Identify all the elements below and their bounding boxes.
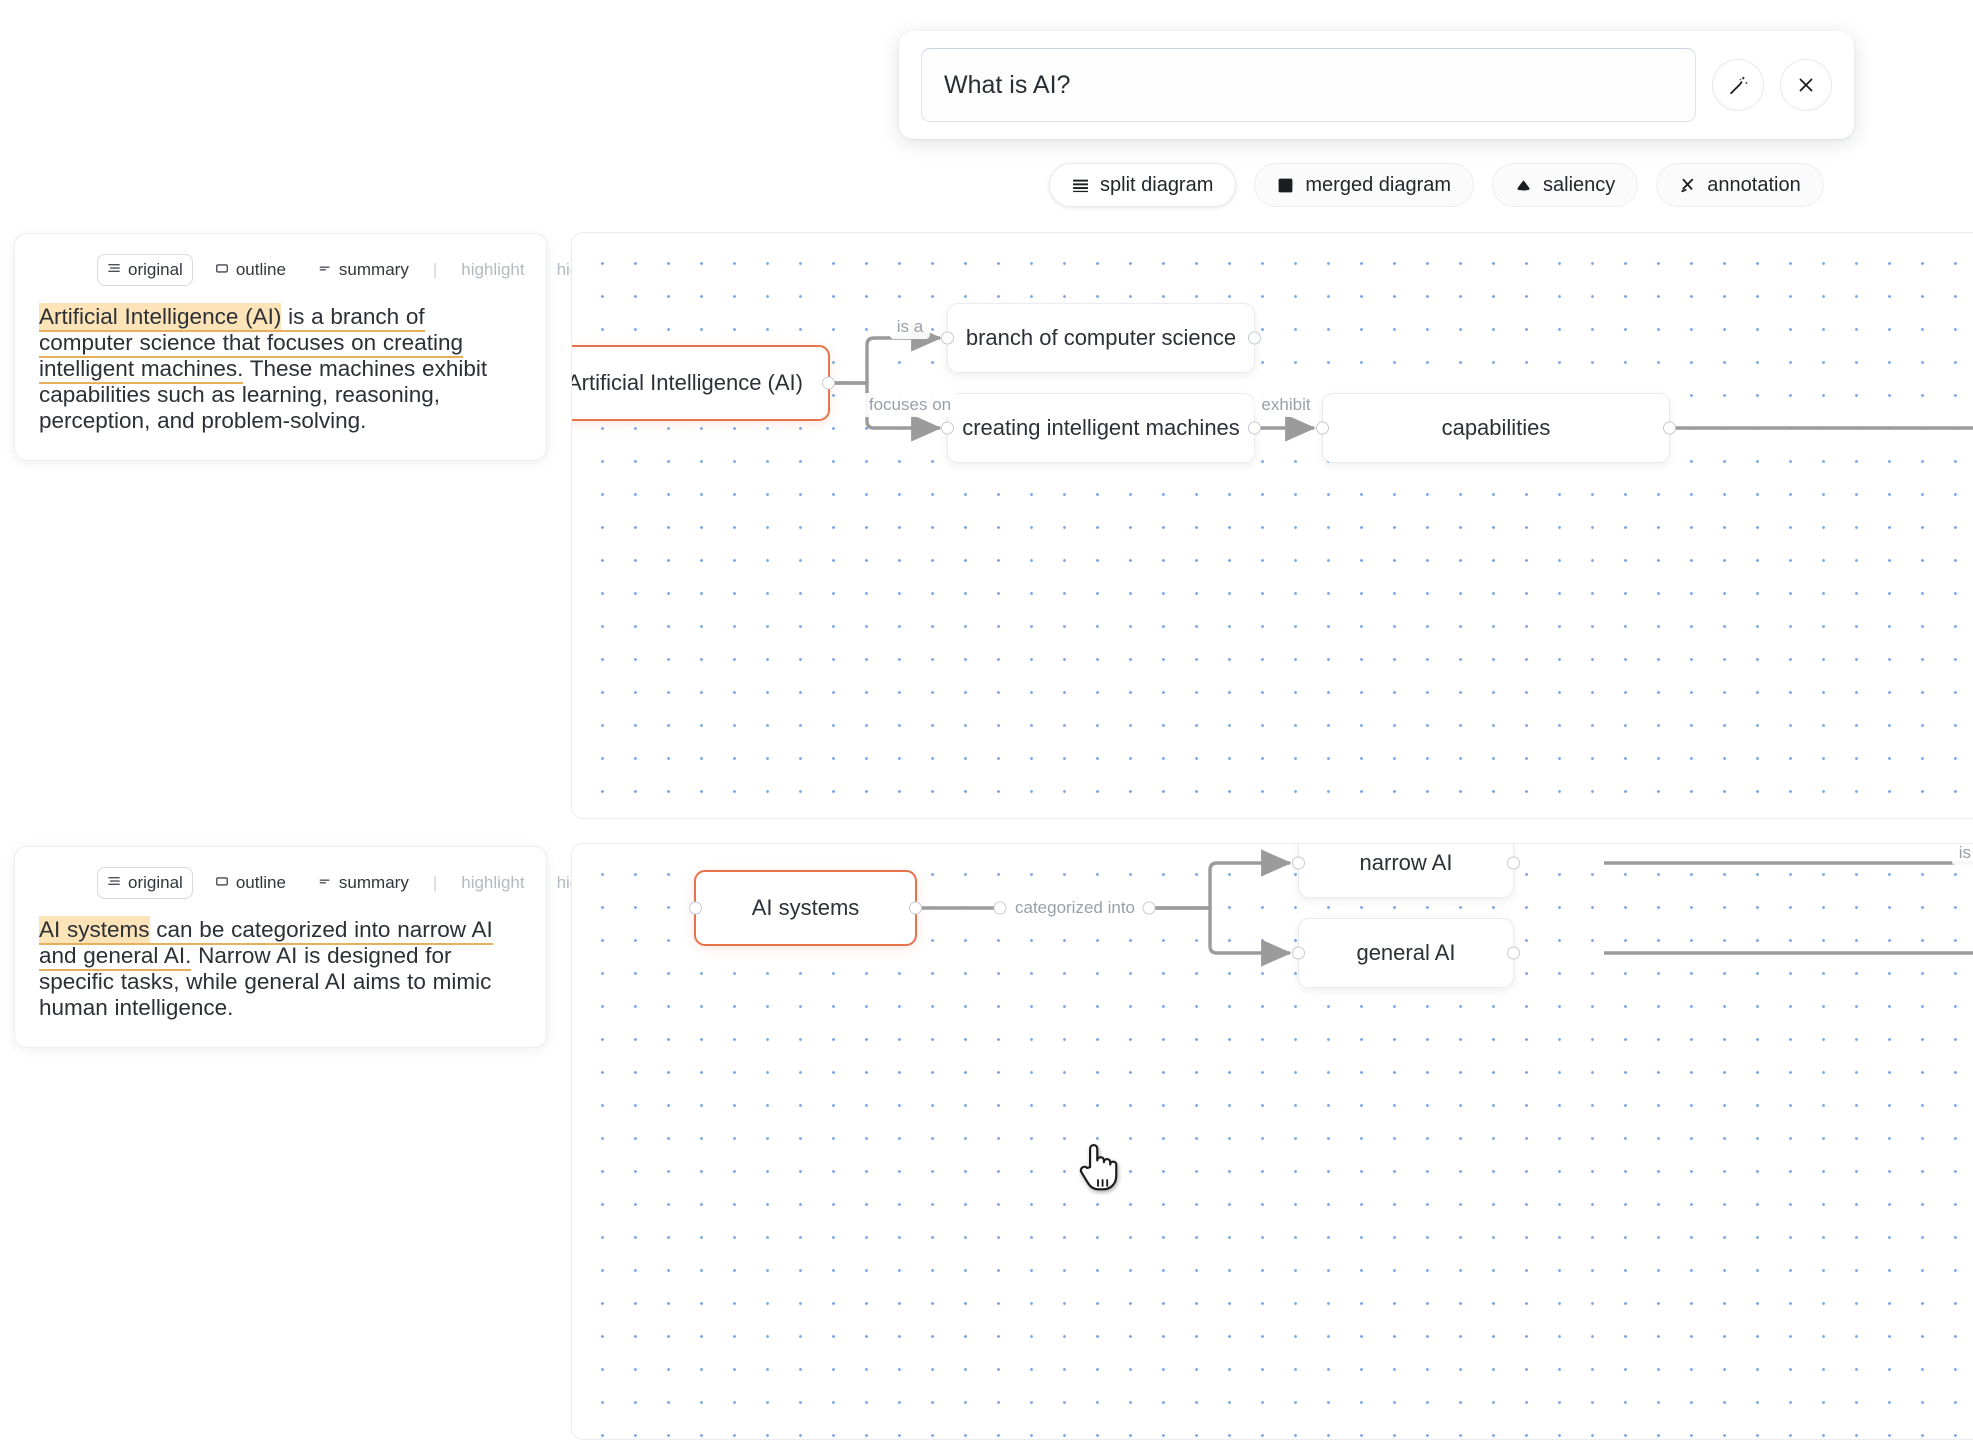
flow-layer: AI systems narrow AI general AI categori… [572, 844, 1973, 1439]
action-label: highlight [461, 873, 525, 892]
search-bar [899, 31, 1854, 139]
diagram-node-branch-of-computer-science[interactable]: branch of computer science [941, 303, 1261, 373]
node-label: general AI [1356, 940, 1456, 965]
node-handle-left[interactable] [941, 421, 954, 435]
tab-label: outline [235, 873, 286, 892]
source-text-card: original outline summary [14, 233, 589, 462]
filled-square-icon [1277, 177, 1294, 194]
node-handle-left[interactable] [1316, 421, 1329, 435]
tab-summary[interactable]: summary [308, 254, 419, 286]
summary-icon [318, 873, 332, 893]
flow-layer: Artificial Intelligence (AI) branch of c… [572, 233, 1973, 818]
diagram-node-capabilities[interactable]: capabilities [1316, 393, 1676, 463]
tab-outline[interactable]: outline [205, 867, 296, 899]
tab-label: summary [338, 873, 409, 892]
card-text: AI systems can be categorized into narro… [39, 916, 522, 1021]
source-text-card: original outline summary [14, 846, 589, 1049]
node-handle-left[interactable] [1292, 946, 1305, 960]
action-label: highlight [461, 260, 525, 279]
mode-label: merged diagram [1305, 173, 1452, 196]
diagram-node-narrow-ai[interactable]: narrow AI [1292, 844, 1520, 898]
magic-wand-icon [1726, 73, 1750, 97]
mode-button-annotation[interactable]: annotation [1656, 163, 1824, 207]
node-handle-right[interactable] [1663, 421, 1676, 435]
generate-button[interactable] [1712, 59, 1764, 111]
tab-summary[interactable]: summary [308, 867, 419, 899]
node-label: branch of computer science [965, 325, 1237, 350]
tab-original[interactable]: original [97, 867, 193, 899]
close-icon [1795, 74, 1817, 96]
underlined-text: is a branch of computer science that foc… [39, 304, 463, 385]
saliency-blob-icon [1515, 177, 1532, 194]
edge-layer [917, 849, 1973, 967]
mode-label: split diagram [1100, 173, 1214, 196]
stacked-lines-icon [1072, 177, 1089, 194]
rect-icon [215, 873, 229, 893]
plain-text: These machines exhibit capabilities such… [39, 356, 488, 434]
tab-label: outline [235, 260, 286, 279]
action-highlight[interactable]: highlight [451, 254, 534, 286]
diagram-node-general-ai[interactable]: general AI [1292, 918, 1520, 988]
edge-layer [830, 324, 1973, 442]
search-input[interactable] [921, 48, 1696, 122]
diagram-node-creating-intelligent-machines[interactable]: creating intelligent machines [941, 393, 1261, 463]
node-handle-right[interactable] [1507, 856, 1520, 870]
highlighted-phrase: Artificial Intelligence (AI) [39, 303, 282, 332]
diagram-canvas-split-2[interactable]: AI systems narrow AI general AI categori… [571, 843, 1973, 1440]
node-label: creating intelligent machines [962, 415, 1240, 440]
summary-icon [318, 260, 332, 280]
card-text: Artificial Intelligence (AI) is a branch… [39, 303, 522, 434]
plain-text: Narrow AI is designed for specific tasks… [39, 943, 492, 1021]
mode-button-split-diagram[interactable]: split diagram [1049, 163, 1237, 207]
node-handle-right[interactable] [909, 901, 922, 915]
tab-label: original [128, 260, 183, 279]
tab-outline[interactable]: outline [205, 254, 296, 286]
diagram-mode-toolbar: split diagram merged diagram saliency [1049, 163, 1824, 207]
node-label: AI systems [751, 895, 860, 920]
close-search-button[interactable] [1780, 59, 1832, 111]
node-handle-right[interactable] [1248, 331, 1261, 345]
tab-label: original [128, 873, 183, 892]
mode-button-saliency[interactable]: saliency [1492, 163, 1639, 207]
node-handle-left[interactable] [1292, 856, 1305, 870]
mode-button-merged-diagram[interactable]: merged diagram [1254, 163, 1475, 207]
tab-separator: | [432, 873, 438, 892]
diagram-node-artificial-intelligence[interactable]: Artificial Intelligence (AI) [571, 345, 835, 421]
edge-waypoint-dot[interactable] [993, 901, 1007, 915]
mode-label: annotation [1707, 173, 1801, 196]
node-label: capabilities [1441, 415, 1551, 440]
rect-icon [215, 260, 229, 280]
lines-icon [107, 260, 121, 280]
diagram-canvas-split-1[interactable]: Artificial Intelligence (AI) branch of c… [571, 232, 1973, 819]
node-handle-left[interactable] [941, 331, 954, 345]
node-handle-right[interactable] [1507, 946, 1520, 960]
node-handle-right[interactable] [822, 376, 835, 390]
node-label: narrow AI [1359, 850, 1453, 875]
card-tab-bar: original outline summary [39, 254, 589, 286]
tab-separator: | [432, 260, 438, 279]
underlined-text: can be categorized into narrow AI and ge… [39, 917, 493, 972]
lines-icon [107, 873, 121, 893]
tab-original[interactable]: original [97, 254, 193, 286]
node-handle-left[interactable] [689, 901, 702, 915]
annotation-pen-icon [1679, 177, 1696, 194]
node-handle-right[interactable] [1248, 421, 1261, 435]
node-label: Artificial Intelligence (AI) [571, 370, 803, 395]
card-tab-bar: original outline summary [39, 867, 589, 899]
action-highlight[interactable]: highlight [451, 867, 534, 899]
tab-label: summary [338, 260, 409, 279]
mode-label: saliency [1543, 173, 1616, 196]
diagram-node-ai-systems[interactable]: AI systems [689, 870, 922, 946]
edge-waypoint-dot[interactable] [1142, 901, 1156, 915]
highlighted-phrase: AI systems [39, 916, 150, 945]
